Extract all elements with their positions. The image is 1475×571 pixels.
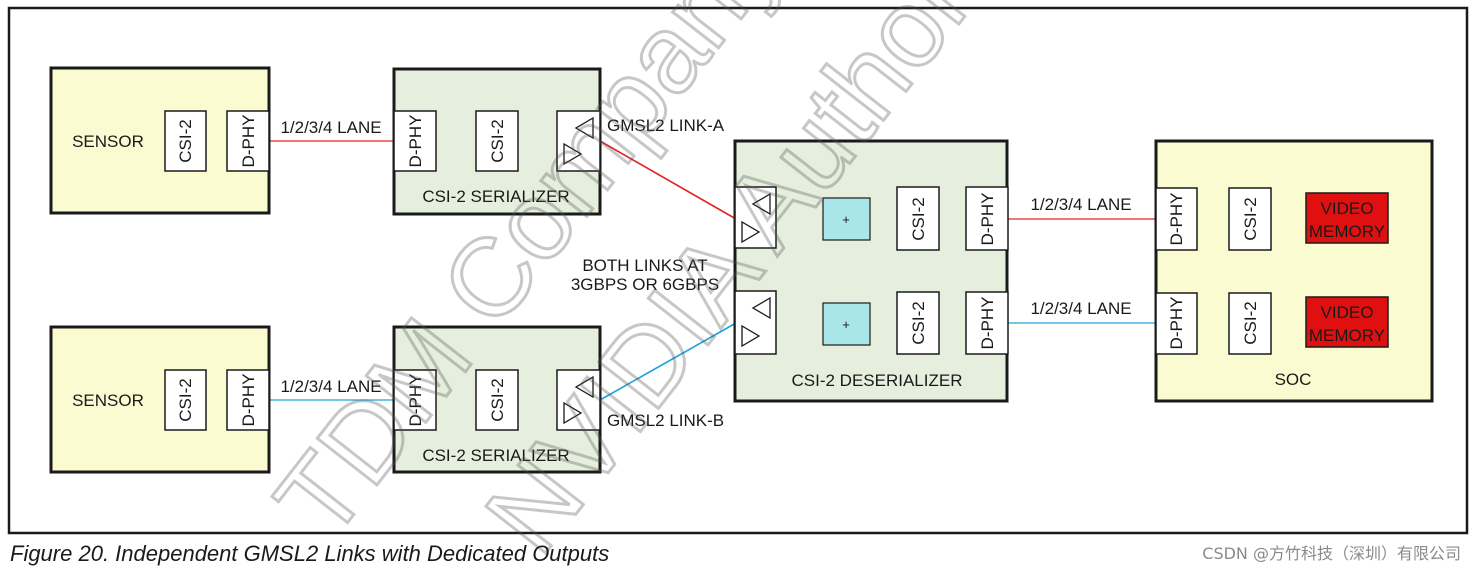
- sensor-b-block: SENSOR CSI-2 D-PHY: [49, 325, 271, 474]
- sensor-label: SENSOR: [72, 132, 144, 151]
- dphy-label: D-PHY: [978, 193, 997, 246]
- serializer-label: CSI-2 SERIALIZER: [422, 446, 569, 465]
- dphy-label: D-PHY: [978, 297, 997, 350]
- both-links-rate-label: 3GBPS OR 6GBPS: [571, 275, 719, 294]
- plus-box: [822, 302, 871, 346]
- video-memory-label: VIDEO: [1321, 303, 1374, 322]
- csi2-box: [475, 110, 519, 172]
- csi2-label: CSI-2: [488, 119, 507, 162]
- video-memory-box: [1305, 192, 1389, 244]
- deserializer-block: + CSI-2 D-PHY + CSI-2 D-PHY CSI-2 DESERI…: [733, 139, 1009, 403]
- serializer-a-block: D-PHY CSI-2 CSI-2 SERIALIZER: [392, 67, 602, 216]
- dphy-label: D-PHY: [239, 115, 258, 168]
- gmsl2-link-b-label: GMSL2 LINK-B: [607, 411, 724, 430]
- sensor-a-block: SENSOR CSI-2 D-PHY: [49, 66, 271, 215]
- dphy-label: D-PHY: [1167, 193, 1186, 246]
- csi2-label: CSI-2: [909, 301, 928, 344]
- figure-caption: Figure 20. Independent GMSL2 Links with …: [10, 541, 610, 566]
- dphy-label: D-PHY: [239, 374, 258, 427]
- gmsl2-link-a-label: GMSL2 LINK-A: [607, 116, 725, 135]
- dphy-box: [226, 110, 270, 172]
- dphy-box: [1155, 187, 1198, 251]
- csi2-label: CSI-2: [909, 197, 928, 240]
- csi2-box: [475, 369, 519, 431]
- lane-label: 1/2/3/4 LANE: [1030, 195, 1131, 214]
- sensor-label: SENSOR: [72, 391, 144, 410]
- soc-label: SOC: [1275, 370, 1312, 389]
- transmit-triangle-icon: [563, 401, 583, 425]
- dphy-label: D-PHY: [406, 374, 425, 427]
- plus-box: [822, 197, 871, 241]
- soc-block: D-PHY CSI-2 VIDEO MEMORY D-PHY CSI-2 VID…: [1154, 139, 1434, 403]
- csi2-label: CSI-2: [488, 378, 507, 421]
- dphy-box: [226, 369, 270, 431]
- receive-triangle-icon: [574, 116, 594, 140]
- csi2-box: [1228, 292, 1272, 355]
- dphy-box: [393, 369, 437, 431]
- gmsl2-link-b-wire: [599, 322, 737, 401]
- csi2-label: CSI-2: [1241, 301, 1260, 344]
- serializer-label: CSI-2 SERIALIZER: [422, 187, 569, 206]
- dphy-box: [965, 291, 1009, 355]
- video-memory-label: VIDEO: [1321, 199, 1374, 218]
- receive-triangle-icon: [574, 375, 594, 399]
- csi2-box: [896, 291, 940, 355]
- receive-triangle-icon: [751, 192, 771, 216]
- video-memory-label: MEMORY: [1309, 326, 1385, 345]
- dphy-box: [393, 110, 437, 172]
- plus-symbol: +: [842, 212, 850, 227]
- dphy-box: [965, 186, 1009, 251]
- lane-label: 1/2/3/4 LANE: [280, 118, 381, 137]
- csi2-box: [164, 369, 207, 431]
- csi2-box: [164, 110, 207, 172]
- lane-label: 1/2/3/4 LANE: [1030, 299, 1131, 318]
- video-memory-box: [1305, 296, 1389, 348]
- transmit-triangle-icon: [741, 324, 761, 348]
- lane-label: 1/2/3/4 LANE: [280, 377, 381, 396]
- serializer-b-block: D-PHY CSI-2 CSI-2 SERIALIZER: [392, 325, 602, 474]
- video-memory-label: MEMORY: [1309, 222, 1385, 241]
- dphy-label: D-PHY: [406, 115, 425, 168]
- gmsl2-link-a-wire: [599, 140, 737, 220]
- source-credit: CSDN @方竹科技（深圳）有限公司: [1202, 544, 1461, 563]
- csi2-label: CSI-2: [176, 119, 195, 162]
- csi2-box: [1228, 187, 1272, 251]
- transmit-triangle-icon: [563, 142, 583, 166]
- transmit-triangle-icon: [741, 220, 761, 244]
- csi2-label: CSI-2: [176, 378, 195, 421]
- dphy-label: D-PHY: [1167, 297, 1186, 350]
- csi2-box: [896, 186, 940, 251]
- plus-symbol: +: [842, 317, 850, 332]
- deserializer-label: CSI-2 DESERIALIZER: [792, 371, 963, 390]
- dphy-box: [1155, 292, 1198, 355]
- both-links-label: BOTH LINKS AT: [582, 256, 707, 275]
- receive-triangle-icon: [751, 296, 771, 320]
- csi2-label: CSI-2: [1241, 197, 1260, 240]
